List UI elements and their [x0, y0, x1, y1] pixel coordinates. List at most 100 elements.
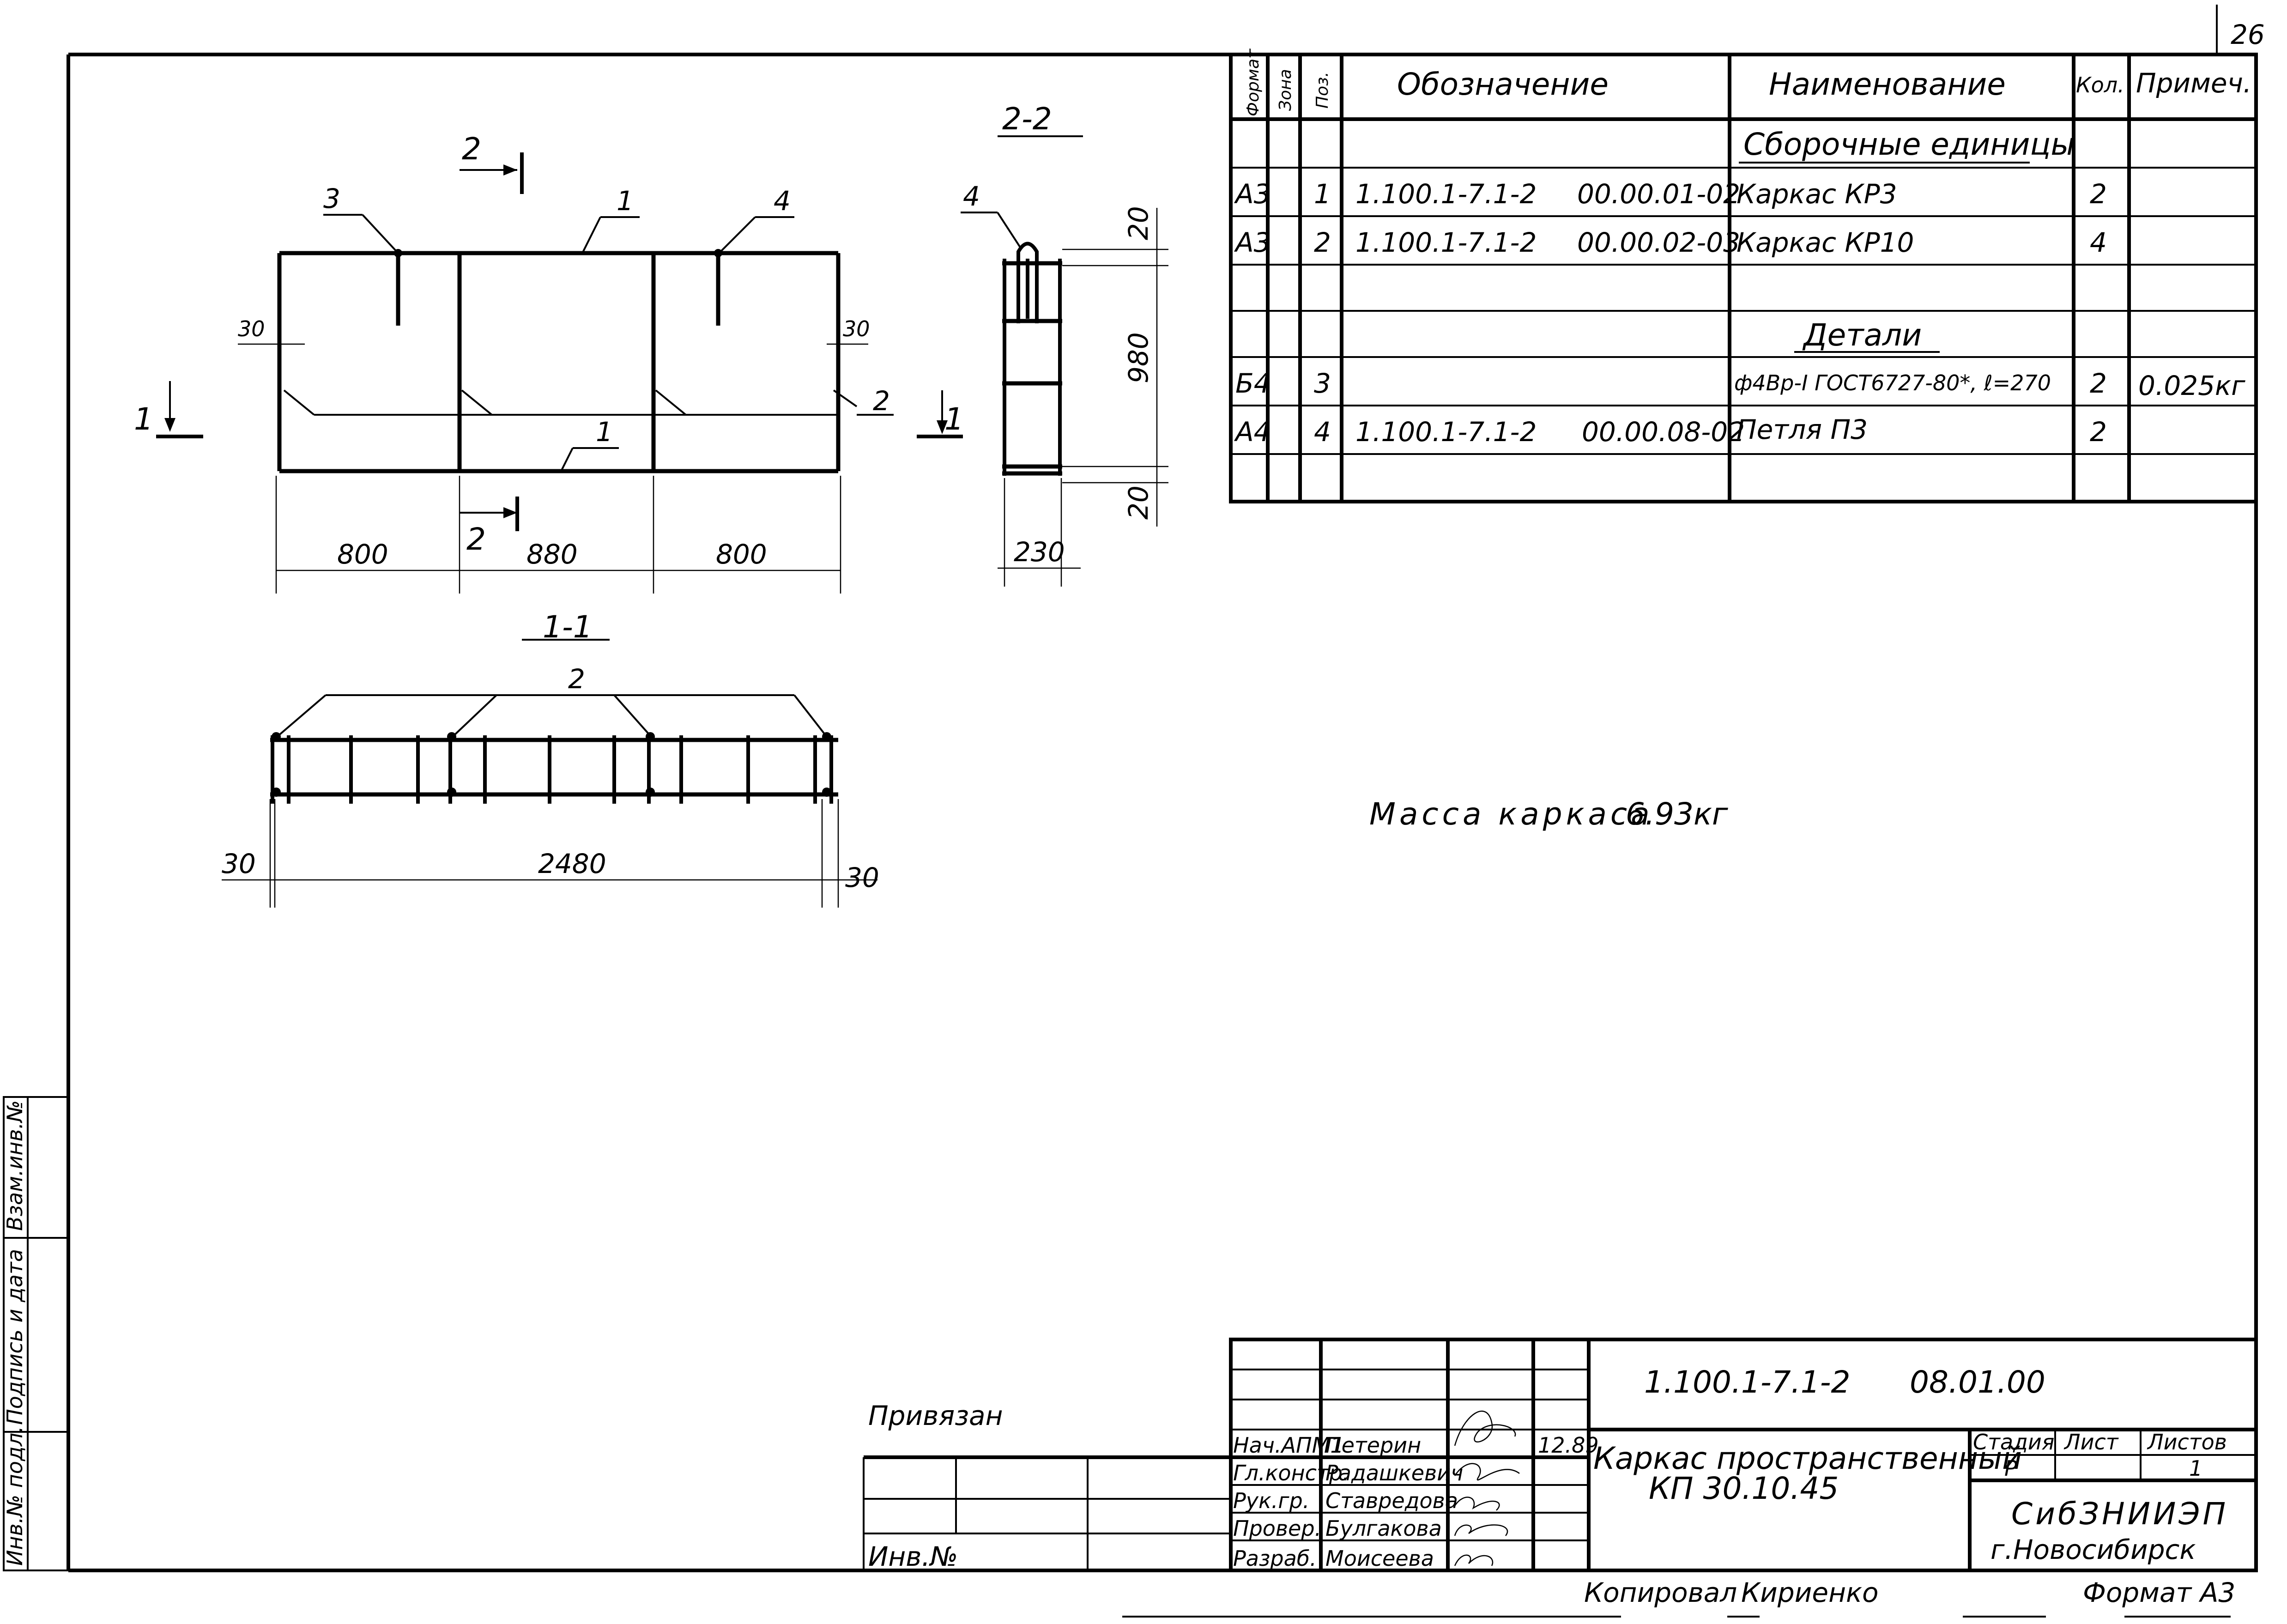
role-3: Рук.гр. — [1233, 1488, 1309, 1513]
dim-800-right: 800 — [716, 539, 767, 570]
spec-table: Формат Зона Поз. Обозначение Наименовани… — [1229, 48, 2258, 503]
title-sheet-label: Лист — [2063, 1430, 2119, 1454]
title-block: 1.100.1-7.1-2 08.01.00 Нач.АПМ1 Петерин … — [1229, 1338, 2258, 1572]
title-date: 12.89 — [1538, 1433, 1599, 1458]
section-2-2-leader-4: 4 — [963, 181, 980, 212]
spec-row-1-code: 00.00.01-02 — [1577, 178, 1740, 210]
spec-row-4-pos: 4 — [1314, 416, 1331, 448]
title-doc-code: 1.100.1-7.1-2 — [1644, 1364, 1851, 1400]
dim-800-left: 800 — [337, 539, 388, 570]
footer-format: Формат А3 — [2083, 1577, 2235, 1608]
spec-row-3-pos: 3 — [1314, 368, 1331, 399]
spec-row-4-qty: 2 — [2090, 416, 2107, 448]
spec-header-name: Наименование — [1769, 67, 2006, 102]
spec-row-3-qty: 2 — [2090, 368, 2107, 399]
signatures — [1454, 1410, 1520, 1566]
dim-980: 980 — [1123, 332, 1154, 383]
spec-header-qty: Кол. — [2076, 73, 2124, 97]
spec-row-1-doc: 1.100.1-7.1-2 — [1355, 178, 1537, 210]
dim-30-1-1-left: 30 — [222, 848, 256, 879]
dim-20-bottom: 20 — [1123, 485, 1154, 520]
role-3-name: Ставредова — [1325, 1488, 1458, 1513]
footer-copied-name: Кириенко — [1741, 1577, 1879, 1608]
title-doc-suffix: 08.01.00 — [1910, 1364, 2045, 1400]
spec-header-pos: Поз. — [1313, 72, 1332, 109]
section-1-1: 1-1 2 — [222, 609, 879, 908]
spec-section-details: Детали — [1802, 317, 1922, 353]
cut-mark-2-bottom: 2 — [466, 521, 486, 557]
bind-privyazan: Привязан — [868, 1400, 1003, 1431]
dim-880: 880 — [526, 539, 578, 570]
footer: Копировал Кириенко Формат А3 — [1122, 1577, 2235, 1618]
spec-header-note: Примеч. — [2136, 67, 2251, 99]
section-2-2-title: 2-2 — [1002, 101, 1052, 137]
spec-row-3-name: ф4Вр-I ГОСТ6727-80*, ℓ=270 — [1734, 370, 2051, 395]
title-stage-label: Стадия — [1973, 1430, 2054, 1454]
spec-row-2-qty: 4 — [2090, 227, 2107, 258]
title-item-mark: КП 30.10.45 — [1649, 1471, 1839, 1506]
leader-1-bottom: 1 — [596, 416, 613, 448]
spec-row-2-doc: 1.100.1-7.1-2 — [1355, 227, 1537, 258]
cut-mark-1-right: 1 — [944, 401, 964, 437]
side-stamp-inv-podl: Инв.№ подл. — [2, 1426, 27, 1566]
bind-block: Привязан Инв.№ — [863, 1400, 1231, 1572]
spec-row-3-format: Б4 — [1235, 368, 1271, 399]
side-stamp: Инв.№ подл. Подпись и дата Взам.инв.№ — [2, 1096, 69, 1571]
spec-row-1-pos: 1 — [1314, 178, 1331, 210]
leader-2: 2 — [873, 385, 890, 417]
role-1-name: Петерин — [1325, 1433, 1421, 1458]
spec-row-4-name: Петля П3 — [1736, 414, 1868, 445]
bind-inv-no: Инв.№ — [868, 1541, 958, 1572]
role-2-name: Радашкевич — [1325, 1460, 1463, 1485]
role-4: Провер. — [1233, 1516, 1321, 1541]
spec-row-3-note: 0.025кг — [2138, 370, 2245, 401]
title-sheets: 1 — [2189, 1456, 2202, 1481]
spec-row-1-name: Каркас КР3 — [1736, 178, 1897, 210]
footer-copied-label: Копировал — [1584, 1577, 1737, 1608]
spec-row-2-pos: 2 — [1314, 227, 1331, 258]
section-2-2: 2-2 4 20 980 20 230 — [961, 101, 1168, 587]
dim-30-left: 30 — [238, 316, 265, 341]
spec-row-2-code: 00.00.02-03 — [1577, 227, 1740, 258]
dim-30-right: 30 — [843, 316, 870, 341]
title-stage: Р — [2004, 1456, 2017, 1481]
spec-row-1-qty: 2 — [2090, 178, 2107, 210]
title-sheets-label: Листов — [2147, 1430, 2227, 1454]
mass-label: Масса каркаса — [1369, 796, 1653, 832]
role-4-name: Булгакова — [1325, 1516, 1442, 1541]
role-1: Нач.АПМ1 — [1233, 1433, 1344, 1458]
spec-row-2-name: Каркас КР10 — [1736, 227, 1914, 258]
leader-3: 3 — [323, 183, 340, 214]
leader-1-top: 1 — [617, 185, 634, 217]
dim-20-top: 20 — [1123, 206, 1154, 240]
dim-230: 230 — [1014, 536, 1065, 568]
role-2: Гл.констр. — [1233, 1460, 1349, 1485]
spec-row-2-format: А3 — [1234, 227, 1271, 258]
spec-row-4-format: А4 — [1234, 416, 1271, 448]
mass-value: 6.93кг — [1626, 796, 1728, 832]
spec-header-designation: Обозначение — [1397, 67, 1609, 102]
title-item-name: Каркас пространственный — [1593, 1441, 2022, 1476]
side-stamp-vzam-inv: Взам.инв.№ — [2, 1100, 27, 1231]
sheet-frame: 26 — [67, 5, 2265, 1572]
dim-30-1-1-right: 30 — [845, 862, 879, 893]
side-stamp-sign-date: Подпись и дата — [2, 1249, 27, 1425]
dim-2480: 2480 — [538, 848, 606, 879]
spec-header-format: Формат — [1244, 48, 1263, 116]
front-view: 2 2 1 1 3 — [134, 131, 964, 594]
spec-row-4-doc: 1.100.1-7.1-2 — [1355, 416, 1537, 448]
spec-row-1-format: А3 — [1234, 178, 1271, 210]
sheet-number: 26 — [2231, 19, 2265, 50]
spec-section-assembly: Сборочные единицы — [1743, 127, 2075, 162]
title-org: СибЗНИИЭП — [2011, 1496, 2228, 1532]
role-5: Разраб. — [1233, 1546, 1317, 1571]
spec-header-zone: Зона — [1276, 69, 1295, 111]
title-city: г.Новосибирск — [1991, 1534, 2196, 1565]
cut-mark-1-left: 1 — [134, 401, 153, 437]
cut-mark-2-top: 2 — [462, 131, 481, 167]
role-5-name: Моисеева — [1325, 1546, 1434, 1571]
section-1-1-leader-2: 2 — [568, 663, 585, 695]
spec-row-4-code: 00.00.08-02 — [1582, 416, 1745, 448]
leader-4: 4 — [774, 185, 791, 217]
